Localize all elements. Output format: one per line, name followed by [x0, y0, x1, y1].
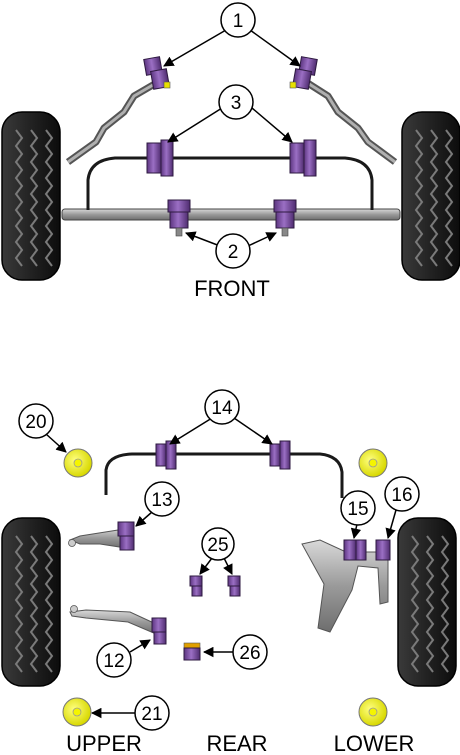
- lower-mount-bush-top: [358, 448, 388, 478]
- callout-13-label: 13: [151, 490, 172, 511]
- rear-arb-bush-right: [269, 440, 291, 470]
- callout-15-label: 15: [347, 499, 368, 520]
- front-arm-bush-right: [289, 56, 318, 90]
- callout-26-label: 26: [239, 643, 260, 664]
- rear-lower-arm-bush: [151, 617, 167, 645]
- front-left-tyre: [1, 111, 61, 281]
- callout-16: 16: [384, 476, 420, 540]
- rear-caption: REAR: [206, 731, 267, 755]
- front-crossmember-bush-right: [273, 199, 297, 237]
- rear-link-bush-left: [189, 575, 203, 597]
- front-right-tyre: [401, 111, 460, 281]
- callout-1-label: 1: [233, 11, 244, 32]
- rear-upper-arm-bush: [117, 521, 135, 551]
- upper-mount-bush-top: [63, 448, 93, 478]
- rear-mount-bush: [183, 642, 201, 661]
- callout-16-label: 16: [391, 485, 412, 506]
- callout-12-label: 12: [103, 651, 124, 672]
- callout-12: 12: [96, 639, 151, 678]
- callout-14: 14: [169, 389, 273, 445]
- callout-2: 2: [185, 231, 277, 269]
- rear-wishbone-bush-outer: [375, 539, 391, 561]
- rear-wishbone-bush-inner: [343, 539, 367, 561]
- rear-section: 20 14 13 15 16: [1, 389, 457, 755]
- front-section: 1 3 2 FRONT: [1, 2, 460, 301]
- rear-left-tyre: [1, 517, 61, 687]
- front-caption: FRONT: [194, 276, 270, 301]
- callout-21: 21: [90, 695, 170, 731]
- callout-14-label: 14: [211, 398, 233, 419]
- callout-3-label: 3: [231, 93, 242, 114]
- upper-caption: UPPER: [66, 731, 142, 755]
- callout-2-label: 2: [228, 242, 239, 263]
- rear-lower-arm: [69, 609, 157, 635]
- callout-25-label: 25: [207, 535, 228, 556]
- front-crossmember: [61, 208, 401, 221]
- callout-15: 15: [340, 490, 376, 540]
- front-anti-roll-bar: [86, 156, 374, 210]
- callout-21-label: 21: [141, 704, 162, 725]
- callout-1: 1: [163, 2, 301, 67]
- callout-3: 3: [167, 84, 293, 143]
- front-crossmember-bush-left: [167, 199, 191, 237]
- rear-anti-roll-bar: [104, 452, 344, 498]
- lower-mount-bush-bottom: [358, 697, 388, 727]
- front-arm-bush-left: [143, 56, 171, 90]
- lower-caption: LOWER: [334, 731, 415, 755]
- upper-mount-bush-bottom: [62, 697, 92, 727]
- rear-arb-bush-left: [155, 440, 177, 470]
- callout-13: 13: [135, 481, 180, 527]
- callout-25: 25: [199, 527, 235, 575]
- front-arb-bush-right: [289, 139, 317, 177]
- front-arb-bush-left: [146, 139, 174, 177]
- callout-26: 26: [202, 634, 268, 670]
- callout-20-label: 20: [25, 412, 46, 433]
- callout-20: 20: [18, 403, 67, 453]
- rear-link-bush-right: [227, 575, 241, 597]
- rear-right-tyre: [397, 517, 457, 687]
